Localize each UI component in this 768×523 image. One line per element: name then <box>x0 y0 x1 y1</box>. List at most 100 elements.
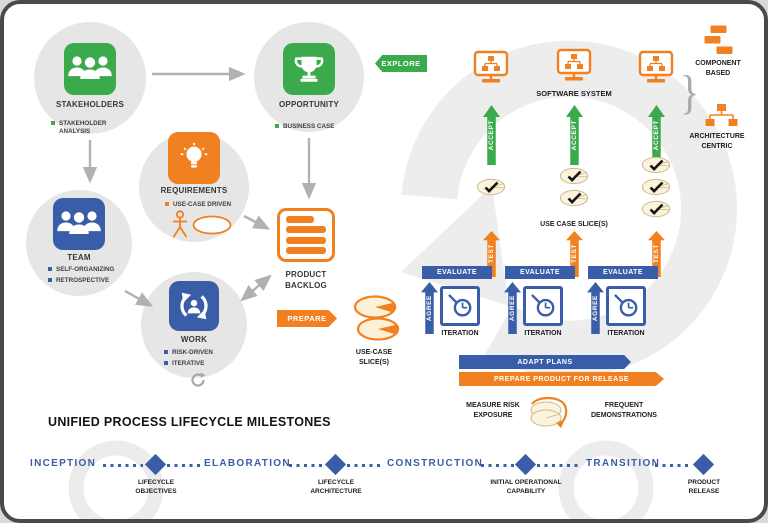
requirements-icon <box>168 132 220 184</box>
stakeholders-bullets: STAKEHOLDER ANALYSIS <box>51 120 131 136</box>
deliverable-lifecycle-objectives: LIFECYCLE OBJECTIVES <box>135 479 177 496</box>
grouping-brace: } <box>679 66 700 119</box>
bullet-item: ITERATIVE <box>164 360 244 368</box>
test-arrow: TEST <box>648 231 665 277</box>
actor-icon <box>172 210 188 238</box>
backlog-bar <box>286 216 314 223</box>
use-case-slice-check-icon <box>476 178 506 196</box>
connector-arrows <box>82 66 317 307</box>
team-bullets: SELF-ORGANIZING RETROSPECTIVE <box>48 266 128 285</box>
software-system-icon <box>473 50 509 83</box>
requirements-bullets: USE-CASE DRIVEN <box>165 201 245 209</box>
requirements-label: REQUIREMENTS <box>160 186 228 195</box>
bullet-item: RISK-DRIVEN <box>164 349 244 357</box>
bullet-square <box>275 124 279 128</box>
bullet-item: STAKEHOLDER ANALYSIS <box>51 120 131 136</box>
backlog-bar <box>286 226 326 234</box>
use-case-oval-icon <box>192 215 232 235</box>
use-case-slice-check-icon <box>641 178 671 196</box>
bullet-text: RISK-DRIVEN <box>172 349 213 356</box>
phase-inception: INCEPTION <box>30 458 97 469</box>
agree-arrow: AGREE <box>504 282 521 334</box>
bullet-text: USE-CASE DRIVEN <box>173 201 232 208</box>
bullet-item: BUSINESS CASE <box>275 123 355 131</box>
use-case-slices-right-label: USE CASE SLICE(S) <box>540 221 608 228</box>
bullet-square <box>165 202 169 206</box>
accept-label: ACCEPT <box>653 119 660 151</box>
bullet-text: RETROSPECTIVE <box>56 277 110 285</box>
iteration-label: ITERATION <box>607 330 645 337</box>
bullet-square <box>48 278 52 283</box>
iteration-clock-icon <box>440 286 480 326</box>
prepare-tag: PREPARE <box>277 310 337 327</box>
bullet-square <box>164 361 168 366</box>
test-arrow: TEST <box>566 231 583 277</box>
opportunity-icon <box>283 43 335 95</box>
iteration-clock-icon <box>606 286 646 326</box>
backlog-bar <box>286 246 326 254</box>
agree-arrow: AGREE <box>421 282 438 334</box>
measure-risk-label: MEASURE RISK EXPOSURE <box>466 402 520 419</box>
bullet-text: STAKEHOLDER ANALYSIS <box>59 120 107 136</box>
iteration-label: ITERATION <box>524 330 562 337</box>
bullet-square <box>164 350 168 354</box>
use-case-slice-icon <box>356 317 400 341</box>
use-case-slice-icon <box>353 295 397 319</box>
team-label: TEAM <box>67 253 91 262</box>
work-label: WORK <box>180 335 208 344</box>
timeline-dots <box>537 464 582 467</box>
product-backlog-label: PRODUCT BACKLOG <box>285 270 327 291</box>
explore-tag: EXPLORE <box>375 55 427 72</box>
milestones-title: UNIFIED PROCESS LIFECYCLE MILESTONES <box>48 415 331 429</box>
work-bullets: RISK-DRIVEN ITERATIVE <box>164 349 244 368</box>
phase-construction: CONSTRUCTION <box>387 458 484 469</box>
frequent-demos-label: FREQUENT DEMONSTRATIONS <box>591 402 657 419</box>
adapt-plans-banner: ADAPT PLANS <box>459 355 631 369</box>
backlog-bar <box>286 236 326 244</box>
agree-arrow: AGREE <box>587 282 604 334</box>
timeline-dots <box>481 464 514 467</box>
phase-elaboration: ELABORATION <box>204 458 291 469</box>
agree-label: AGREE <box>509 294 516 322</box>
accept-arrow: ACCEPT <box>483 105 500 165</box>
bullet-square <box>51 121 55 125</box>
use-case-slice-check-icon <box>559 189 589 207</box>
opportunity-label: OPPORTUNITY <box>279 100 339 109</box>
bullet-item: SELF-ORGANIZING <box>48 266 128 274</box>
iteration-label: ITERATION <box>441 330 479 337</box>
accept-arrow: ACCEPT <box>648 105 665 165</box>
team-icon <box>53 198 105 250</box>
architecture-centric-label: ARCHITECTURE CENTRIC <box>689 133 745 150</box>
accept-label: ACCEPT <box>488 119 495 151</box>
deliverable-lifecycle-architecture: LIFECYCLE ARCHITECTURE <box>310 479 362 496</box>
opportunity-bullets: BUSINESS CASE <box>275 123 355 131</box>
test-arrow: TEST <box>483 231 500 277</box>
timeline-dots <box>167 464 200 467</box>
loop-icon <box>191 372 206 387</box>
timeline-dots <box>347 464 383 467</box>
test-label: TEST <box>653 244 660 264</box>
evaluate-label: EVALUATE <box>422 266 492 279</box>
iteration-clock-icon <box>523 286 563 326</box>
bullet-text: BUSINESS CASE <box>283 123 335 130</box>
test-label: TEST <box>571 244 578 264</box>
software-system-label: SOFTWARE SYSTEM <box>536 89 612 98</box>
timeline-dots <box>655 464 692 467</box>
software-system-icon <box>638 50 674 83</box>
agree-label: AGREE <box>592 294 599 322</box>
bullet-text: ITERATIVE <box>172 360 205 368</box>
deliverable-initial-operational-capability: INITIAL OPERATIONAL CAPABILITY <box>490 479 562 496</box>
bullet-item: RETROSPECTIVE <box>48 277 128 285</box>
evaluate-label: EVALUATE <box>505 266 575 279</box>
bullet-square <box>48 267 52 271</box>
stakeholders-label: STAKEHOLDERS <box>55 100 125 109</box>
risk-slices-icon <box>530 396 568 428</box>
deliverable-product-release: PRODUCT RELEASE <box>687 479 721 496</box>
people-icon <box>57 211 101 234</box>
test-label: TEST <box>488 244 495 264</box>
use-case-slices-left-label: USE-CASE SLICE(S) <box>355 349 393 366</box>
bullet-text: SELF-ORGANIZING <box>56 266 115 273</box>
iterative-cycle-icon <box>180 292 208 320</box>
timeline-dots <box>289 464 323 467</box>
